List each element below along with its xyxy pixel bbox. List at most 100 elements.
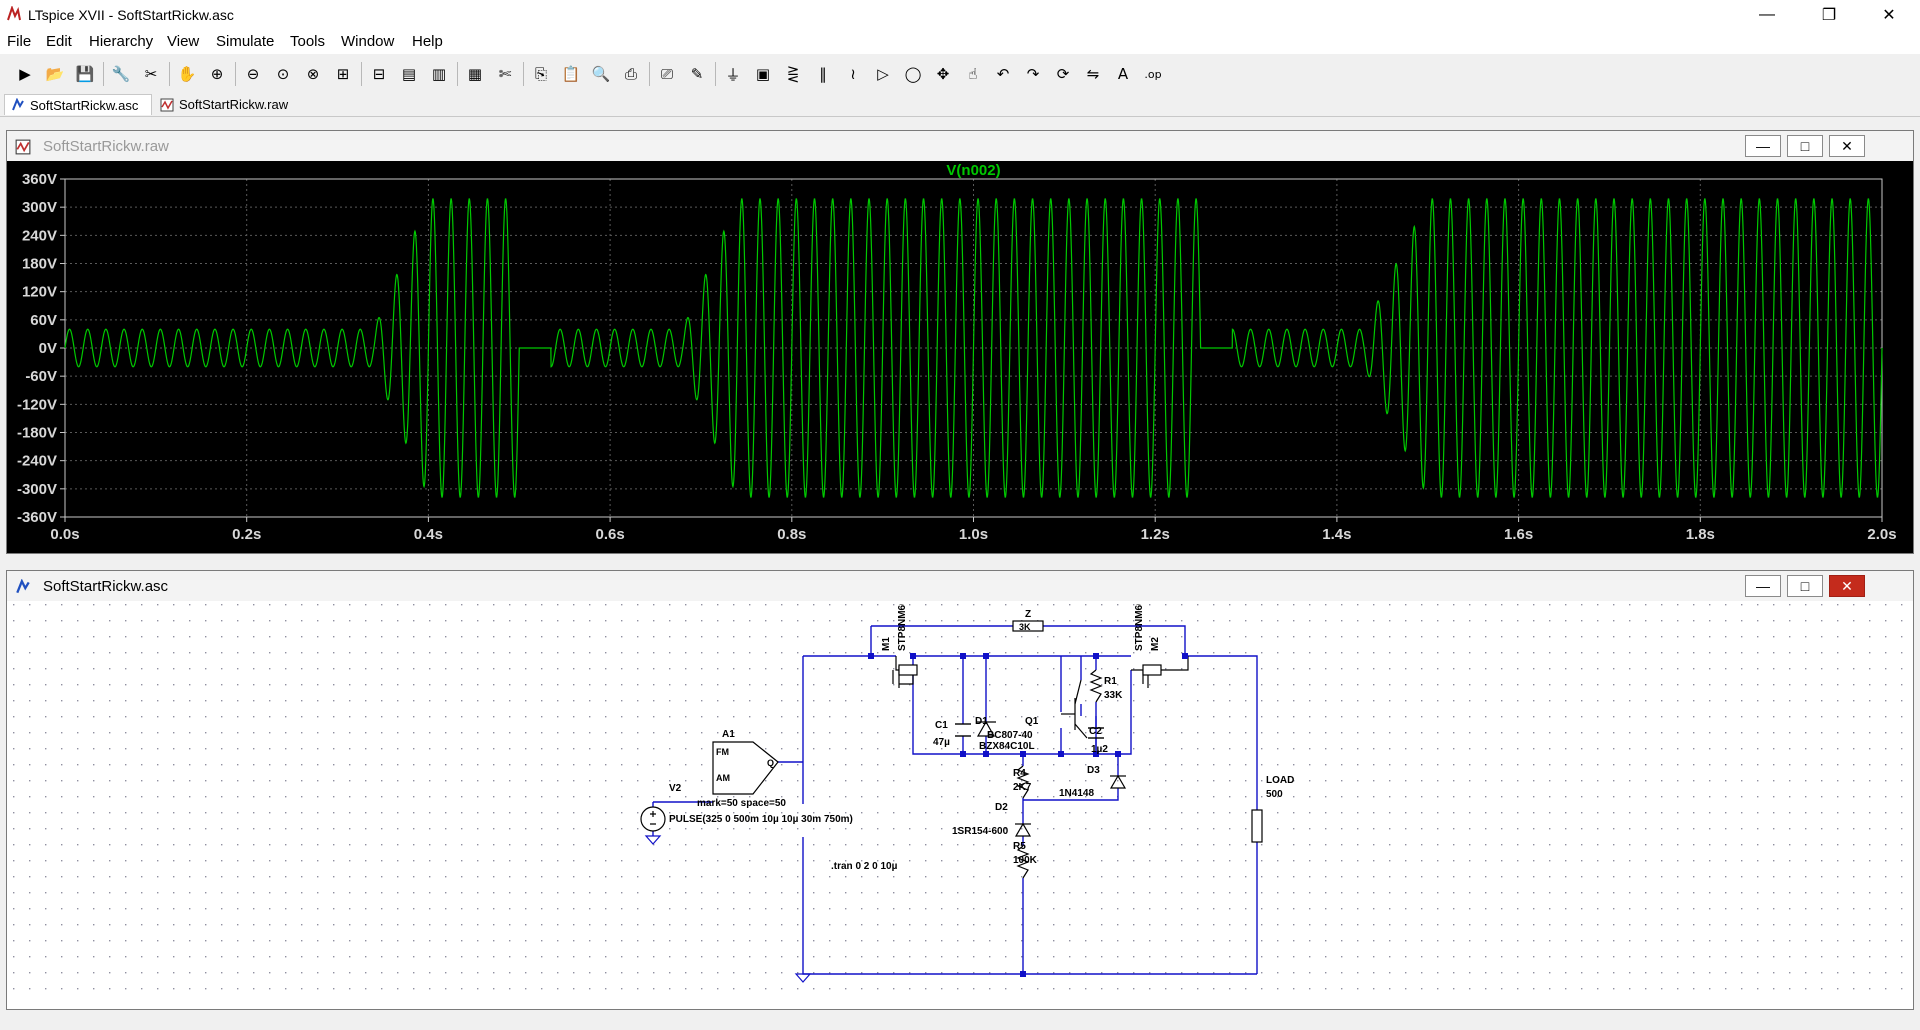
schematic-minimize-button[interactable]: — — [1745, 575, 1781, 597]
r1-value-label: 33K — [1104, 690, 1123, 701]
window-title: LTspice XVII - SoftStartRickw.asc — [28, 7, 234, 23]
open-icon[interactable]: 📂 — [45, 65, 65, 83]
paste-icon[interactable]: 📋 — [561, 65, 581, 83]
minimize-button[interactable]: — — [1759, 6, 1775, 23]
schematic-close-button[interactable]: ✕ — [1829, 575, 1865, 597]
m1-mosfet[interactable] — [892, 656, 918, 688]
undo-icon[interactable]: ↶ — [996, 65, 1010, 83]
menu-tools[interactable]: Tools — [290, 33, 326, 50]
waveform-icon — [160, 98, 174, 111]
menu-view[interactable]: View — [167, 33, 200, 50]
toolbar: ▶ 📂 💾 🔧 ✂ ✋ ⊕ ⊖ ⊙ ⊗ ⊞ ⊟ ▤ ▥ ▦ ✄ ⎘ 📋 🔍 ⎙ ⎚ ✎ ⏚ ▣ ⋛ ‖ ≀ ▷ ◯ ✥ ☝ ↶ ↷ ⟳ ⇋ A .op — [0, 54, 1920, 93]
zoom-out-icon[interactable]: ⊖ — [246, 65, 260, 83]
capacitor-icon[interactable]: ‖ — [819, 65, 827, 83]
tile-icon[interactable]: ▤ — [401, 65, 417, 83]
plot-background — [7, 161, 1913, 553]
waveform-maximize-button[interactable]: □ — [1787, 135, 1823, 157]
print-setup-icon[interactable]: ⎚ — [660, 65, 673, 83]
cascade-icon[interactable]: ▥ — [431, 65, 447, 83]
ground-icon[interactable]: ⏚ — [725, 65, 741, 84]
component-icon[interactable]: ◯ — [904, 65, 922, 83]
redo-icon[interactable]: ↷ — [1026, 65, 1040, 83]
menu-hierarchy[interactable]: Hierarchy — [89, 33, 154, 50]
z-name-label: Z — [1025, 609, 1031, 620]
document-tabs: SoftStartRickw.asc SoftStartRickw.raw — [0, 92, 1920, 117]
c2-capacitor[interactable] — [1088, 727, 1104, 739]
halt-icon[interactable]: ✂ — [144, 65, 158, 83]
draw-wire-icon[interactable]: ✎ — [690, 65, 704, 83]
schematic-window-titlebar: SoftStartRickw.asc — □ ✕ — [7, 571, 1913, 601]
rotate-icon[interactable]: ⟳ — [1056, 65, 1070, 83]
y-tick-label: -240V — [17, 453, 57, 470]
resistor-icon[interactable]: ⋛ — [786, 65, 800, 83]
save-icon[interactable]: 💾 — [75, 65, 95, 83]
restore-button[interactable]: ❐ — [1821, 7, 1837, 24]
mark-icon[interactable]: ⊟ — [372, 65, 386, 83]
m2-mosfet[interactable] — [1131, 656, 1189, 688]
menu-help[interactable]: Help — [412, 33, 443, 50]
diode-icon[interactable]: ▷ — [877, 65, 889, 83]
y-tick-label: 360V — [22, 171, 57, 188]
v2-name-label: V2 — [669, 783, 682, 794]
zoom-in-icon[interactable]: ⊕ — [210, 65, 224, 83]
r4-resistor[interactable] — [1016, 765, 1030, 799]
schematic-maximize-button[interactable]: □ — [1787, 575, 1823, 597]
d2-diode[interactable] — [1014, 822, 1032, 837]
text-icon[interactable]: A — [1117, 65, 1129, 83]
run-icon[interactable]: ▶ — [19, 65, 31, 83]
waveform-close-button[interactable]: ✕ — [1829, 135, 1865, 157]
x-tick-label: 2.0s — [1867, 526, 1896, 543]
r1-name-label: R1 — [1104, 676, 1117, 687]
cut-icon[interactable]: ✄ — [498, 65, 512, 83]
menu-simulate[interactable]: Simulate — [216, 33, 275, 50]
copy-icon[interactable]: ⎘ — [534, 65, 547, 83]
zoom-cancel-icon[interactable]: ⊗ — [306, 65, 320, 83]
schematic-window-title: SoftStartRickw.asc — [43, 578, 169, 595]
menu-window[interactable]: Window — [341, 33, 395, 50]
c1-capacitor[interactable] — [955, 723, 971, 737]
spice-directive-icon[interactable]: .op — [1144, 67, 1162, 81]
load-resistor[interactable] — [1251, 809, 1263, 843]
d1-zener[interactable] — [976, 720, 996, 737]
r5-resistor[interactable] — [1016, 845, 1030, 879]
toolbar-separator — [169, 62, 170, 86]
x-tick-label: 0.2s — [232, 526, 261, 543]
c2-name-label: C2 — [1089, 726, 1102, 737]
waveform-minimize-button[interactable]: — — [1745, 135, 1781, 157]
tab-waveform[interactable]: SoftStartRickw.raw — [154, 94, 300, 115]
q1-name-label: Q1 — [1025, 716, 1039, 727]
autorange-icon[interactable]: ⊞ — [336, 65, 350, 83]
label-net-icon[interactable]: ▣ — [755, 65, 771, 83]
zoom-fit-icon[interactable]: ⊙ — [276, 65, 290, 83]
tab-schematic[interactable]: SoftStartRickw.asc — [4, 94, 152, 115]
close-button[interactable]: ✕ — [1882, 7, 1896, 24]
y-tick-label: -360V — [17, 509, 57, 526]
y-tick-label: -180V — [17, 425, 57, 442]
q1-transistor[interactable] — [1061, 679, 1088, 739]
schematic-canvas[interactable]: Z 3K M1 STP8NM60 M2 STP8NM60 R1 33K C1 4… — [13, 604, 1907, 1004]
c1-name-label: C1 — [935, 720, 948, 731]
control-panel-icon[interactable]: 🔧 — [111, 65, 131, 83]
y-tick-label: 300V — [22, 199, 57, 216]
menu-file[interactable]: File — [7, 33, 32, 50]
close-all-icon[interactable]: ▦ — [467, 65, 483, 83]
inductor-icon[interactable]: ≀ — [850, 65, 856, 83]
y-tick-label: -300V — [17, 481, 57, 498]
move-icon[interactable]: ✥ — [936, 65, 950, 83]
print-icon[interactable]: ⎙ — [624, 65, 637, 83]
a1-modulator[interactable] — [712, 741, 779, 795]
toolbar-separator — [103, 62, 104, 86]
drag-icon[interactable]: ☝ — [968, 65, 978, 83]
mirror-icon[interactable]: ⇋ — [1086, 65, 1100, 83]
m2-name-label: M2 — [1150, 637, 1161, 651]
d3-diode[interactable] — [1109, 774, 1127, 789]
component-labels: Z 3K M1 STP8NM60 M2 STP8NM60 R1 33K C1 4… — [669, 604, 1294, 872]
z-resistor[interactable] — [1012, 620, 1044, 632]
c2-value-label: 1µ2 — [1091, 744, 1108, 755]
pan-icon[interactable]: ✋ — [177, 65, 197, 83]
r1-resistor[interactable] — [1089, 669, 1103, 703]
find-icon[interactable]: 🔍 — [591, 65, 611, 83]
menu-edit[interactable]: Edit — [46, 33, 72, 50]
v2-source[interactable] — [640, 806, 666, 832]
